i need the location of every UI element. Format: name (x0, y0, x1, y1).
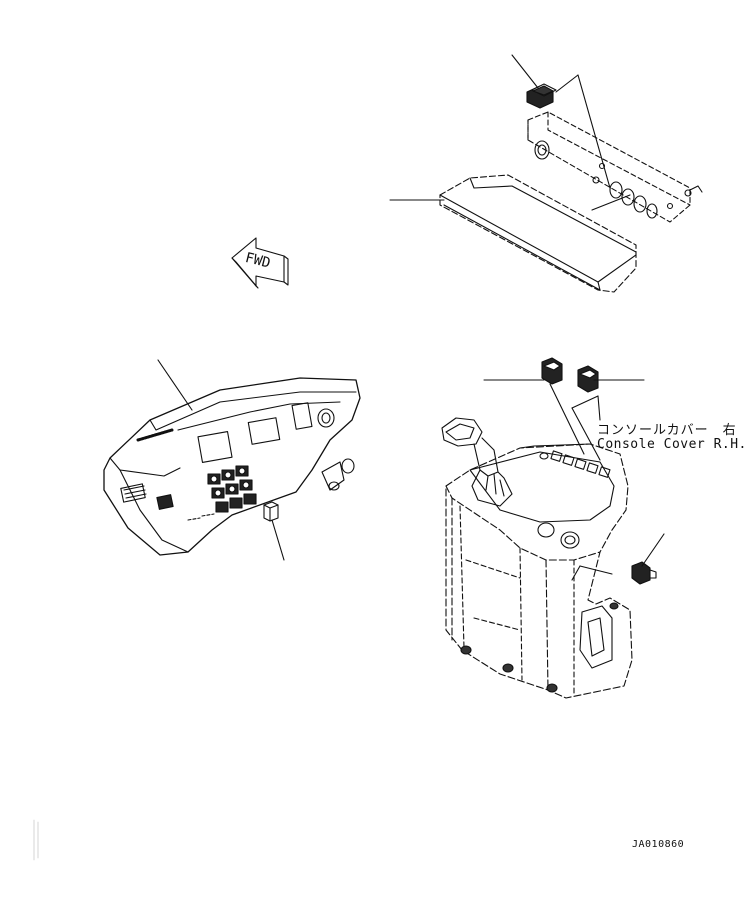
console-tray-part (439, 174, 637, 293)
console-side-switch-part (631, 561, 657, 585)
leader-line-console-side-bracket (571, 565, 613, 581)
leader-line-console-cover-callout (549, 383, 601, 461)
dashboard-switch-cluster (207, 465, 257, 513)
scan-artifact-marks (33, 819, 39, 861)
leader-line-dashboard-switch (271, 519, 285, 561)
console-top-switch-row (539, 450, 611, 478)
top-switch-part (526, 83, 557, 109)
switch-panel-part (527, 111, 691, 223)
joystick-part (441, 417, 513, 507)
panel-wire (689, 185, 703, 193)
drawing-number: JA010860 (632, 839, 685, 850)
fwd-label: FWD (244, 250, 272, 272)
leader-line-panel-switches (555, 74, 631, 211)
console-cover-assembly (441, 417, 633, 699)
console-switch-right-part (577, 365, 599, 393)
console-cover-label-english: Console Cover R.H. (597, 437, 744, 452)
leader-line-top-switch (511, 54, 539, 89)
leader-line-dashboard (157, 359, 193, 411)
leader-line-console-side-switch (641, 533, 665, 567)
console-switch-left-part (541, 357, 563, 385)
dashboard-small-switch-part (263, 501, 279, 522)
console-knob-left (537, 522, 555, 538)
front-dashboard-part (103, 377, 361, 556)
console-cover-label-japanese: コンソールカバー 右 (597, 423, 737, 438)
console-knob-right (560, 531, 580, 549)
fwd-arrow-marker: FWD (231, 237, 289, 289)
switch-panel-holes (534, 140, 692, 219)
